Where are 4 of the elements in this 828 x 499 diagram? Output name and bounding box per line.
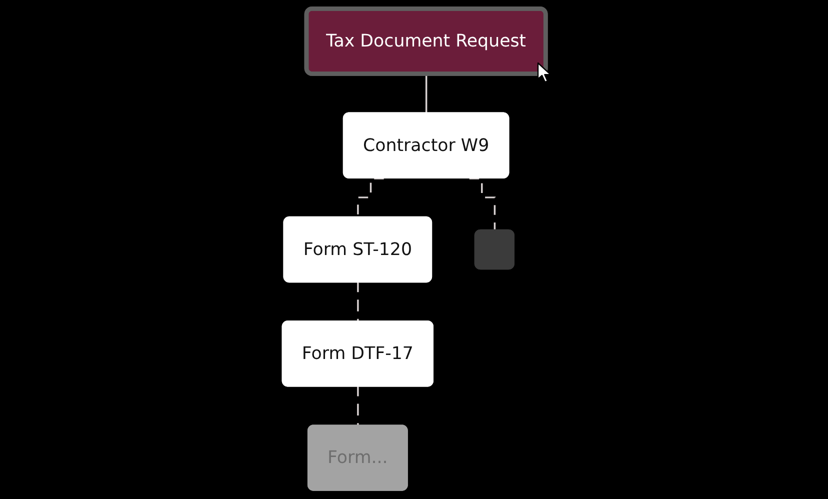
connector xyxy=(357,282,360,322)
connector xyxy=(357,386,360,427)
connector xyxy=(425,73,428,114)
connector xyxy=(469,178,496,232)
